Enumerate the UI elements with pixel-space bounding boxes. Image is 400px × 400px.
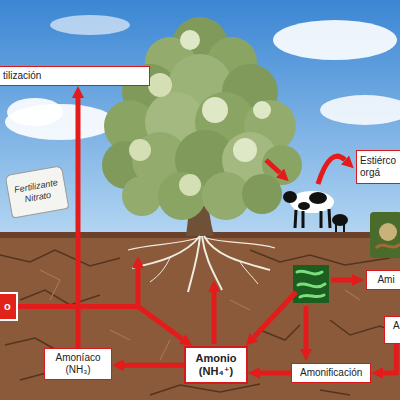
process-box: A: [384, 316, 400, 344]
cow: [295, 209, 330, 228]
sky: [273, 20, 397, 60]
cow: [332, 214, 348, 226]
process-arrows: [136, 268, 141, 305]
flow-arrow: [18, 307, 183, 339]
cow: [290, 191, 334, 213]
process-box: Estiérco orgá: [356, 150, 400, 184]
soil: [0, 232, 400, 400]
tree-crown: [179, 174, 201, 196]
process-arrows: [318, 156, 345, 184]
tree-roots: [204, 236, 270, 270]
bacteria-picture: [293, 265, 329, 303]
worm-picture: [370, 212, 400, 258]
tree-crown: [148, 73, 172, 97]
node-text: Fertilizante Nitrato: [12, 177, 61, 206]
flow-arrow: [383, 344, 396, 373]
bacteria-picture: [297, 271, 325, 297]
tree-roots: [206, 238, 275, 248]
process-box: tilización: [0, 66, 150, 86]
sky: [50, 15, 130, 35]
tree-roots: [188, 236, 200, 292]
cow: [283, 191, 297, 203]
sky: [0, 0, 400, 236]
tree-crown: [242, 174, 282, 214]
tree-crown: [158, 172, 206, 220]
process-arrows: [331, 278, 352, 283]
cow: [309, 192, 327, 204]
node-text: tilización: [3, 70, 141, 82]
node-text: Ami: [375, 274, 397, 286]
node-text: Estiérco orgá: [360, 155, 400, 179]
soil: [0, 232, 400, 400]
bacteria-picture: [293, 265, 329, 303]
compound-box: Amoníaco (NH₃): [44, 348, 112, 380]
tree-crown: [129, 139, 151, 161]
tree-roots: [128, 236, 275, 292]
tree-crown: [202, 97, 228, 123]
tree-crown: [233, 138, 257, 162]
tree-roots: [150, 258, 170, 282]
soil: [0, 250, 400, 395]
process-arrows: [266, 160, 280, 173]
process-arrows: [212, 292, 217, 344]
node-text: Amoníaco (NH₃): [53, 352, 103, 376]
tree-crown: [122, 176, 162, 216]
cow: [336, 224, 344, 232]
cow: [298, 202, 310, 210]
process-arrows: [254, 292, 296, 337]
sky: [7, 98, 63, 126]
flow-arrow: [260, 371, 291, 376]
process-box: Ami: [366, 270, 400, 290]
node-text: Amonificación: [300, 367, 362, 379]
compound-box: Amonio(NH₄⁺): [184, 346, 248, 384]
process-arrows: [304, 306, 309, 349]
process-arrows: [138, 156, 352, 349]
tree-roots: [240, 262, 258, 284]
tree-crown: [102, 17, 302, 220]
node-text: o: [4, 300, 11, 313]
process-box: o: [0, 292, 18, 321]
tree-roots: [202, 236, 222, 290]
cow: [283, 191, 348, 232]
sky: [320, 95, 400, 125]
process-box: Amonificación: [291, 363, 371, 383]
node-text: A: [393, 320, 400, 332]
flow-arrow: [76, 98, 81, 348]
worm-picture: [379, 223, 397, 241]
flow-arrow: [124, 363, 184, 368]
tree-crown: [253, 101, 271, 119]
node-text: Amonio: [194, 352, 238, 365]
worm-picture: [370, 212, 400, 258]
tree-roots: [128, 238, 198, 250]
node-text: (NH₄⁺): [194, 365, 238, 378]
tree-crown: [180, 30, 200, 50]
worm-picture: [376, 244, 400, 248]
tree-roots: [132, 236, 200, 268]
